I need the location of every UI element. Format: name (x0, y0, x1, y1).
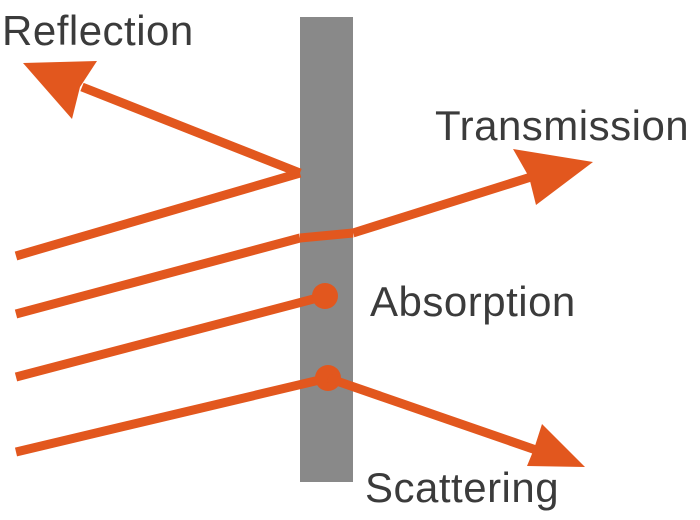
incident-ray-reflection (14, 168, 302, 261)
reflection-arrowhead-icon (23, 61, 97, 119)
reflection-label: Reflection (2, 7, 194, 54)
transmission-ray-group (14, 149, 593, 319)
transmission-label: Transmission (435, 102, 689, 149)
incident-ray-absorption (14, 291, 327, 382)
scattering-arrowhead-icon (527, 424, 585, 467)
transmission-arrowhead-icon (513, 149, 593, 205)
absorption-label: Absorption (370, 278, 576, 325)
material-slab (300, 17, 353, 482)
scattering-label: Scattering (365, 464, 559, 511)
reflection-ray-group (14, 61, 302, 261)
transmitted-ray (351, 172, 533, 238)
absorption-dot-icon (312, 283, 338, 309)
incident-ray-transmission (14, 233, 302, 319)
scattering-ray-group (14, 365, 585, 467)
scattered-ray (326, 373, 538, 455)
reflected-ray (80, 82, 302, 178)
absorption-ray-group (14, 283, 338, 382)
incident-ray-scattering (14, 373, 330, 457)
transmission-ray-in-slab (299, 228, 354, 243)
